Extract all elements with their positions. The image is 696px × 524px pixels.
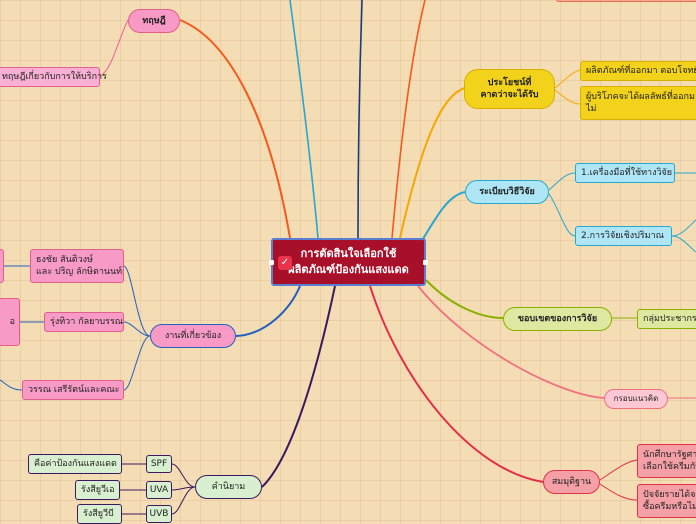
branch-scope-line — [425, 279, 504, 319]
benefit-child-2-line1: ผู้บริโภคจะได้ผลลัพธ์ที่ออกม — [586, 91, 695, 102]
branch-top-3-line — [391, 0, 426, 239]
branch-theory-label: ทฤษฎี — [142, 15, 166, 26]
branch-framework-line — [417, 285, 605, 399]
branch-benefit-line — [399, 87, 466, 239]
definition-key-uvb[interactable]: UVB — [146, 505, 172, 523]
checkmark-icon: ✓ — [278, 256, 292, 270]
method-child-tools[interactable]: 1.เครื่องมือที่ใช้ทางวิจัย — [575, 163, 675, 183]
related-child-1-line2: และ ปริญ ลักษิตานนท์ — [36, 267, 123, 277]
benefit-child-2[interactable]: ผู้บริโภคจะได้ผลลัพธ์ที่ออกม ไม่ — [580, 86, 696, 120]
definition-key-uva-label: UVA — [149, 484, 169, 495]
branch-definitions-label: คำนิยาม — [211, 481, 246, 492]
related-child-serirat[interactable]: วรรณ เสรีรัตน์และคณะ — [22, 380, 124, 400]
hypothesis-child-2-line1: ปัจจัยรายได้จะ — [643, 489, 696, 500]
central-topic[interactable]: ✓ การตัดสินใจเลือกใช้ ผลิตภัณฑ์ป้องกันแส… — [269, 238, 428, 286]
branch-top-1-line — [289, 0, 319, 239]
method-child-quantitative-label: 2.การวิจัยเชิงปริมาณ — [581, 230, 664, 241]
benefit-child-1[interactable]: ผลิตภัณฑ์ที่ออกมา ตอบโจทย์ — [580, 61, 696, 81]
related-child-rungtiwa[interactable]: รุ่งทิวา กัลยาบรรณ — [44, 312, 124, 332]
definition-value-uva-label: รังสียูวีเอ — [81, 484, 115, 495]
branch-definitions[interactable]: คำนิยาม — [195, 475, 262, 499]
scope-child-label: กลุ่มประชากร — [643, 313, 696, 324]
hypothesis-child-1-line2: เลือกใช้ครีมกัน — [643, 462, 696, 472]
related-child-thongchai[interactable]: ธงชัย สันติวงษ์ และ ปริญ ลักษิตานนท์ — [30, 249, 124, 283]
definition-value-spf-label: คือค่าป้องกันแสงแดด — [34, 458, 117, 469]
branch-hypothesis-label: สมมุติฐาน — [551, 476, 592, 487]
related-clipped-node-2[interactable]: อ — [0, 298, 20, 346]
hypothesis-child-1-line1: นักศึกษารัฐศา — [643, 449, 696, 460]
related-clipped-node-2-label: อ — [9, 316, 15, 327]
branch-hypothesis[interactable]: สมมุติฐาน — [543, 470, 600, 494]
branch-scope-label: ขอบเขตของการวิจัย — [517, 313, 598, 324]
branch-related-line — [235, 285, 301, 337]
definition-key-uva[interactable]: UVA — [146, 481, 172, 499]
scope-child-population[interactable]: กลุ่มประชากร — [637, 309, 696, 329]
theory-child-label: ทฤษฎีเกี่ยวกับการให้บริการ — [2, 71, 107, 82]
definition-value-uvb[interactable]: รังสียูวีบี — [77, 504, 122, 524]
benefit-child-1-label: ผลิตภัณฑ์ที่ออกมา ตอบโจทย์ — [586, 65, 696, 76]
definition-key-spf-label: SPF — [150, 458, 168, 469]
hypothesis-child-2-line2: ซื้อครีมหรือไม่ — [643, 502, 696, 512]
branch-benefit-line2: คาดว่าจะได้รับ — [480, 90, 539, 100]
related-clipped-node-1[interactable] — [0, 249, 4, 283]
branch-framework-label: กรอบแนวคิด — [613, 393, 659, 403]
benefit-child-2-line2: ไม่ — [586, 104, 597, 114]
theory-child-service[interactable]: ทฤษฎีเกี่ยวกับการให้บริการ — [0, 67, 107, 87]
branch-definitions-line — [261, 285, 336, 488]
related-child-1-line1: ธงชัย สันติวงษ์ — [36, 254, 94, 265]
branch-theory[interactable]: ทฤษฎี — [128, 9, 180, 33]
definition-value-uva[interactable]: รังสียูวีเอ — [75, 480, 120, 500]
branch-benefit[interactable]: ประโยชน์ที่ คาดว่าจะได้รับ — [464, 69, 555, 109]
related-child-3-label: วรรณ เสรีรัตน์และคณะ — [28, 384, 120, 395]
theory-child-line — [99, 19, 129, 77]
method-child-quantitative[interactable]: 2.การวิจัยเชิงปริมาณ — [575, 226, 672, 246]
resize-handle-left[interactable] — [269, 260, 274, 265]
related-child-2-label: รุ่งทิวา กัลยาบรรณ — [50, 316, 124, 327]
branch-hypothesis-line — [369, 285, 544, 483]
hypothesis-child-2[interactable]: ปัจจัยรายได้จะ ซื้อครีมหรือไม่ — [637, 484, 696, 518]
branch-theory-line — [179, 19, 291, 239]
definition-key-spf[interactable]: SPF — [146, 455, 172, 473]
branch-method-line — [419, 191, 466, 245]
definition-value-uvb-label: รังสียูวีบี — [83, 508, 114, 519]
definition-key-uvb-label: UVB — [149, 508, 169, 519]
clipped-top-node[interactable] — [556, 0, 696, 2]
branch-method[interactable]: ระเบียบวิธีวิจัย — [465, 180, 549, 204]
central-topic-line1: การตัดสินใจเลือกใช้ — [300, 246, 397, 260]
branch-related[interactable]: งานที่เกี่ยวข้อง — [150, 324, 236, 348]
branch-related-label: งานที่เกี่ยวข้อง — [164, 330, 222, 341]
resize-handle-right[interactable] — [423, 260, 428, 265]
branch-benefit-line1: ประโยชน์ที่ — [487, 77, 532, 88]
method-child-tools-label: 1.เครื่องมือที่ใช้ทางวิจัย — [581, 167, 673, 178]
branch-framework[interactable]: กรอบแนวคิด — [604, 389, 668, 409]
hypothesis-child-1[interactable]: นักศึกษารัฐศา เลือกใช้ครีมกัน — [637, 444, 696, 478]
branch-scope[interactable]: ขอบเขตของการวิจัย — [503, 307, 612, 331]
branch-method-label: ระเบียบวิธีวิจัย — [479, 186, 535, 197]
definition-value-spf[interactable]: คือค่าป้องกันแสงแดด — [28, 454, 122, 474]
central-topic-line2: ผลิตภัณฑ์ป้องกันแสงแดด — [288, 263, 409, 276]
branch-top-2-line — [357, 0, 363, 239]
